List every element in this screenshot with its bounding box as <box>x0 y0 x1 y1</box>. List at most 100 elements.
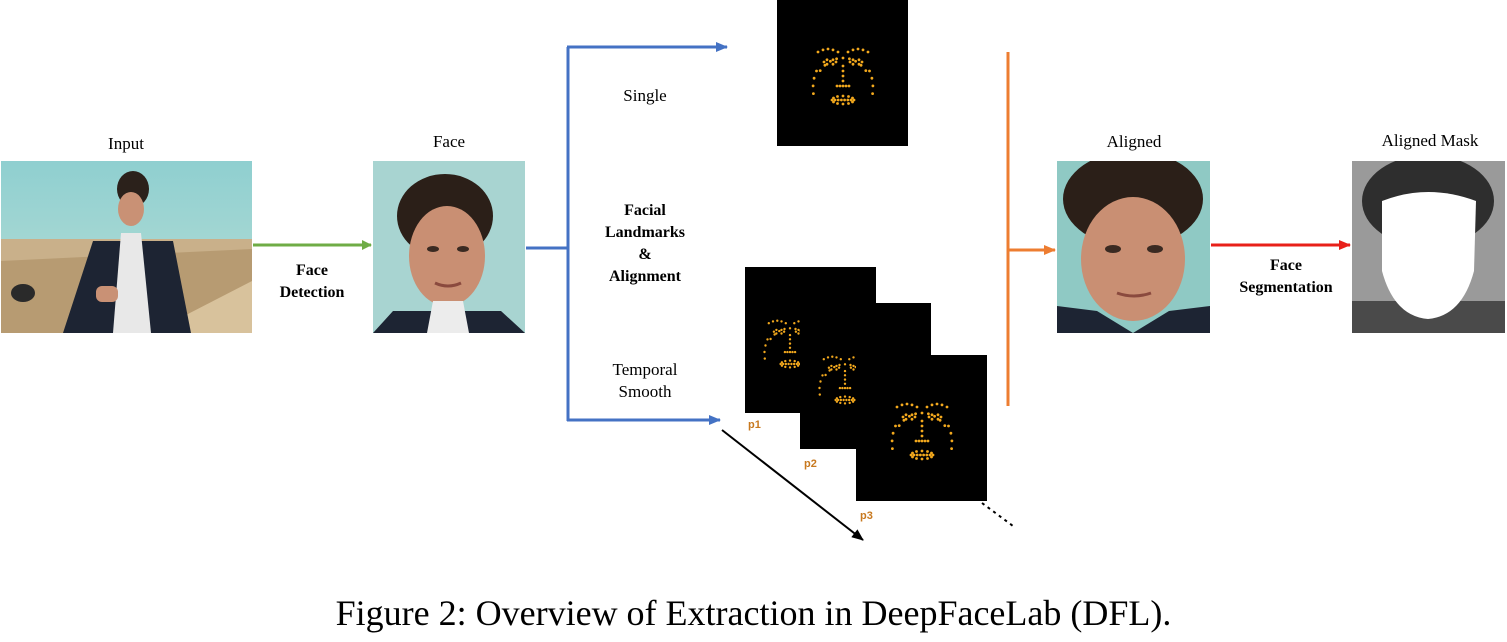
landmark-dot <box>900 403 904 407</box>
landmark-dot <box>763 350 766 354</box>
face-detection-line-1: Face <box>296 262 328 279</box>
landmark-dot <box>848 386 852 390</box>
landmark-dot <box>920 411 924 415</box>
landmark-dot <box>841 79 845 83</box>
p3-label: p3 <box>860 510 873 522</box>
landmark-dot <box>911 455 914 459</box>
landmark-dot <box>920 429 924 433</box>
landmark-dot <box>851 62 855 66</box>
landmarks-line-3: & <box>638 246 652 263</box>
landmark-dot <box>780 320 783 323</box>
landmark-dot <box>833 365 836 369</box>
landmark-dot <box>843 98 846 102</box>
landmark-dot <box>930 455 933 459</box>
landmark-dot <box>904 417 908 421</box>
landmark-dot <box>835 57 838 61</box>
landmark-dot <box>788 338 792 341</box>
landmark-dot <box>851 400 855 403</box>
landmark-dot <box>871 84 875 88</box>
landmark-dot <box>797 332 800 335</box>
landmark-dot <box>784 365 787 369</box>
landmark-dot <box>841 94 845 98</box>
landmark-dot <box>766 338 769 341</box>
landmark-dot <box>793 359 796 363</box>
landmark-dot <box>930 451 933 455</box>
landmark-dot <box>920 424 924 428</box>
landmark-dot <box>780 361 784 364</box>
landmark-dot <box>788 366 792 369</box>
landmark-dot <box>915 457 918 460</box>
landmark-dot <box>841 64 845 68</box>
landmark-dot <box>864 69 868 72</box>
landmark-dot <box>930 413 934 417</box>
landmark-dot <box>866 50 870 54</box>
landmark-dot <box>763 357 766 360</box>
aligned-label: Aligned <box>1106 132 1162 151</box>
landmark-dot <box>839 358 842 361</box>
landmark-dot <box>847 84 851 88</box>
landmark-dot <box>848 57 851 61</box>
landmark-dot <box>856 47 860 51</box>
landmark-dot <box>841 74 845 78</box>
landmark-dot <box>788 342 792 345</box>
landmark-dot <box>769 337 772 341</box>
landmark-dot <box>848 358 851 361</box>
input-image <box>1 161 252 333</box>
landmark-dot <box>904 413 908 417</box>
landmark-dot <box>776 319 779 322</box>
landmark-dot <box>915 450 918 453</box>
landmark-dot <box>834 398 837 402</box>
landmark-dot <box>891 431 895 435</box>
landmark-dot <box>797 320 800 323</box>
landmark-dot <box>788 333 792 337</box>
landmark-dot <box>764 344 767 347</box>
landmark-dot <box>793 365 796 369</box>
landmark-dot <box>843 369 847 373</box>
landmark-dot <box>920 434 924 438</box>
landmark-dot <box>922 453 925 457</box>
landmark-dot <box>909 453 913 457</box>
landmark-dot <box>841 386 844 390</box>
landmark-dot <box>950 447 953 450</box>
landmark-dot <box>947 424 950 428</box>
landmark-dot <box>788 327 792 330</box>
landmark-dot <box>911 451 914 455</box>
landmark-dot <box>913 415 917 419</box>
continuation-dots <box>981 502 1014 527</box>
landmark-dots <box>811 47 875 106</box>
single-label: Single <box>623 86 667 105</box>
landmark-dot <box>784 359 787 363</box>
landmark-dot <box>796 361 800 364</box>
landmark-dot <box>848 60 852 64</box>
landmark-dot <box>844 84 848 88</box>
landmark-dot <box>940 403 944 407</box>
temporal-smooth-line-1: Temporal <box>612 360 678 379</box>
landmark-dot <box>843 363 847 366</box>
landmark-dot <box>847 102 850 105</box>
landmark-dot <box>839 401 842 405</box>
landmark-dot <box>923 439 927 443</box>
landmark-dot <box>838 363 841 367</box>
landmark-dot <box>830 98 834 102</box>
landmark-dot <box>851 397 855 400</box>
landmark-dot <box>870 76 874 80</box>
landmark-dot <box>816 50 820 54</box>
landmark-dot <box>943 424 947 427</box>
landmark-dot <box>920 449 924 453</box>
landmark-dot <box>818 69 822 72</box>
landmark-dot <box>835 84 839 88</box>
landmark-dot <box>829 59 832 63</box>
landmark-dot <box>871 92 874 95</box>
landmark-dot <box>850 398 853 402</box>
face-label: Face <box>432 132 466 151</box>
landmark-dot <box>822 358 825 361</box>
landmark-dot <box>935 402 939 406</box>
single-landmark-frame <box>777 0 908 146</box>
figure-caption: Figure 2: Overview of Extraction in Deep… <box>335 593 1172 633</box>
landmark-dot <box>936 413 940 417</box>
landmark-dot <box>790 362 793 366</box>
landmark-dot <box>843 378 847 381</box>
landmark-dot <box>860 60 864 64</box>
landmark-dot <box>840 98 843 102</box>
landmark-dot <box>835 368 838 371</box>
